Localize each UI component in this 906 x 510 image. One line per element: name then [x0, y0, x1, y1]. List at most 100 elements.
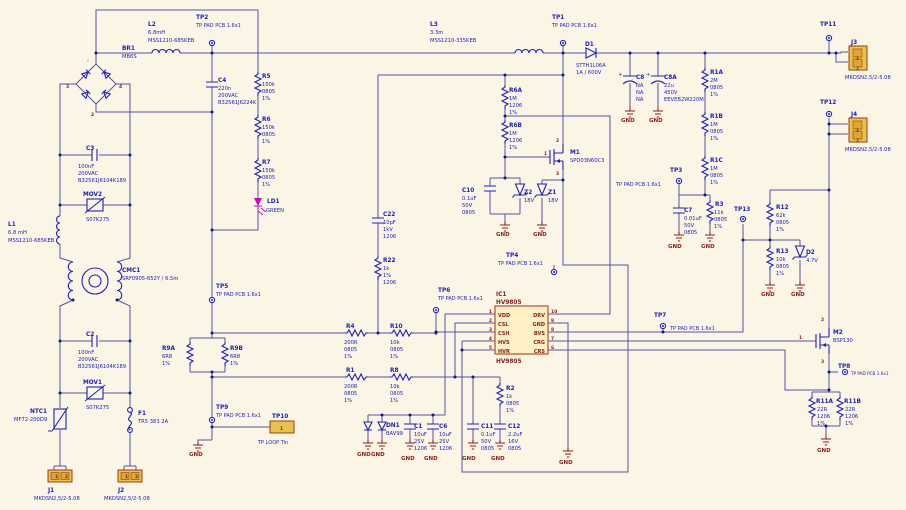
svg-text:L3: L3 [430, 22, 438, 28]
svg-text:0805: 0805 [462, 210, 475, 216]
svg-text:B32561J6224K: B32561J6224K [218, 100, 257, 106]
svg-text:J3: J3 [850, 40, 857, 46]
svg-text:1: 1 [856, 128, 859, 134]
svg-text:2: 2 [65, 474, 68, 480]
svg-text:1206: 1206 [383, 234, 396, 240]
svg-text:7: 7 [551, 336, 554, 342]
svg-text:100nF: 100nF [78, 164, 94, 170]
svg-text:0805: 0805 [714, 217, 727, 223]
svg-text:10k: 10k [390, 340, 400, 346]
svg-text:1%: 1% [710, 136, 718, 142]
svg-text:10pF: 10pF [383, 220, 396, 226]
svg-text:1%: 1% [506, 408, 514, 414]
svg-text:150k: 150k [262, 125, 275, 131]
svg-text:1206: 1206 [845, 414, 858, 420]
svg-text:1: 1 [799, 335, 802, 341]
resistor-r8: R8 10k 0805 1% [389, 368, 414, 404]
svg-text:TP1: TP1 [552, 15, 564, 21]
svg-text:GREEN: GREEN [266, 208, 284, 214]
svg-text:MKDSN2,5/2-5.08: MKDSN2,5/2-5.08 [845, 147, 891, 153]
capacitor-c10: C10 0.1uF 50V 0805 [462, 185, 497, 216]
svg-text:HVS: HVS [498, 340, 510, 346]
resistor-r4: R4 200R 0805 1% [344, 324, 369, 360]
svg-text:TP PAD PCB 1.6x1: TP PAD PCB 1.6x1 [551, 23, 597, 29]
svg-text:10k: 10k [390, 384, 400, 390]
bridge-br1: BR1 MB6S 3 4 - 2 [66, 46, 137, 118]
svg-text:R1: R1 [346, 368, 355, 374]
svg-text:LD1: LD1 [267, 199, 280, 205]
svg-text:MSS1210-685KEB: MSS1210-685KEB [8, 238, 55, 244]
capacitor-c1: C1 10uF 25V 1206 GND [401, 423, 427, 462]
svg-text:CMC1: CMC1 [122, 268, 140, 274]
br1-pin2: 2 [91, 112, 94, 118]
svg-text:R6B: R6B [509, 123, 522, 129]
svg-text:1M: 1M [710, 122, 718, 128]
svg-text:1%: 1% [230, 361, 238, 367]
svg-text:22R: 22R [845, 407, 856, 413]
svg-text:GND: GND [817, 448, 831, 454]
varistor-mov2: MOV2 S07K275 [83, 192, 109, 223]
svg-text:B32561J6104K189: B32561J6104K189 [78, 364, 126, 370]
svg-text:4: 4 [489, 336, 492, 342]
testpoint-tp13: TP13 [734, 207, 750, 223]
svg-text:22u: 22u [664, 83, 674, 89]
svg-text:0805: 0805 [710, 85, 723, 91]
svg-text:200R: 200R [344, 384, 358, 390]
svg-text:0805: 0805 [776, 220, 789, 226]
svg-text:C10: C10 [462, 188, 474, 194]
svg-text:10k: 10k [776, 257, 786, 263]
svg-text:STTH1L06A: STTH1L06A [576, 63, 606, 69]
resistor-r11b: R11B 22R 1206 1% GND [817, 395, 862, 454]
svg-text:0805: 0805 [684, 230, 697, 236]
svg-text:1%: 1% [776, 227, 784, 233]
resistor-r22: R22 1k 1% 1206 [374, 255, 396, 286]
svg-text:0805: 0805 [262, 132, 275, 138]
resistor-r3: R3 11k 0805 1% GND [701, 199, 727, 250]
testpoint-tp8: TP8 TP PAD PCB 1.6x1 [838, 364, 889, 376]
svg-text:18V: 18V [524, 198, 535, 204]
resistor-r6a: R6A 1M 1206 1% [501, 84, 522, 116]
svg-text:GND: GND [401, 456, 415, 462]
testpoint-tp7: TP7 TP PAD PCB 1.6x1 [654, 313, 715, 332]
led-icon [254, 198, 262, 206]
svg-text:SRF0905-652Y / 6.5m: SRF0905-652Y / 6.5m [122, 276, 178, 282]
svg-text:1%: 1% [509, 110, 517, 116]
wires [53, 9, 848, 473]
svg-text:TP8: TP8 [838, 364, 850, 370]
svg-text:0805: 0805 [262, 175, 275, 181]
svg-text:J1: J1 [47, 488, 54, 494]
ref-br1: BR1 [122, 46, 135, 52]
svg-text:IC1: IC1 [496, 292, 506, 298]
resistor-r12: R12 62k 0805 1% [766, 201, 789, 233]
svg-text:1%: 1% [390, 398, 398, 404]
svg-text:450V: 450V [664, 90, 678, 96]
testpoint-tp3: TP3 TP PAD PCB 1.6x1 [615, 168, 682, 188]
resistor-r9b: R9B 6R8 1% [221, 341, 243, 367]
svg-text:0805: 0805 [776, 264, 789, 270]
svg-text:TP9: TP9 [216, 405, 228, 411]
svg-text:CRG: CRG [533, 340, 545, 346]
svg-text:DN1: DN1 [386, 423, 400, 429]
svg-text:9: 9 [551, 318, 554, 324]
svg-text:HV9805: HV9805 [496, 359, 521, 365]
varistor-mov1: MOV1 S07K275 [83, 380, 109, 411]
svg-text:1%: 1% [710, 180, 718, 186]
svg-text:1%: 1% [714, 224, 722, 230]
svg-text:1M: 1M [710, 166, 718, 172]
connector-j4: 1 2 J4 MKDSN2,5/2-5.08 [845, 112, 891, 153]
svg-text:1: 1 [856, 56, 859, 62]
svg-text:MKDSN2,5/2-5.08: MKDSN2,5/2-5.08 [104, 496, 150, 502]
svg-text:TP2: TP2 [196, 15, 208, 21]
svg-text:50V: 50V [462, 203, 473, 209]
capacitor-c11: C11 0.1uF 50V 0805 GND [462, 423, 496, 462]
svg-text:0805: 0805 [710, 173, 723, 179]
ic-ic1: IC1 HV9805 HV9805 VDD CSL CSH HVS HVR DR… [489, 292, 557, 365]
resistor-r9a: R9A 6R8 1% [162, 341, 194, 367]
svg-text:GND: GND [668, 244, 682, 250]
svg-text:1: 1 [55, 474, 58, 480]
svg-text:MOV2: MOV2 [83, 192, 102, 198]
svg-text:11k: 11k [714, 210, 724, 216]
ref-l2: L2 [148, 22, 156, 28]
